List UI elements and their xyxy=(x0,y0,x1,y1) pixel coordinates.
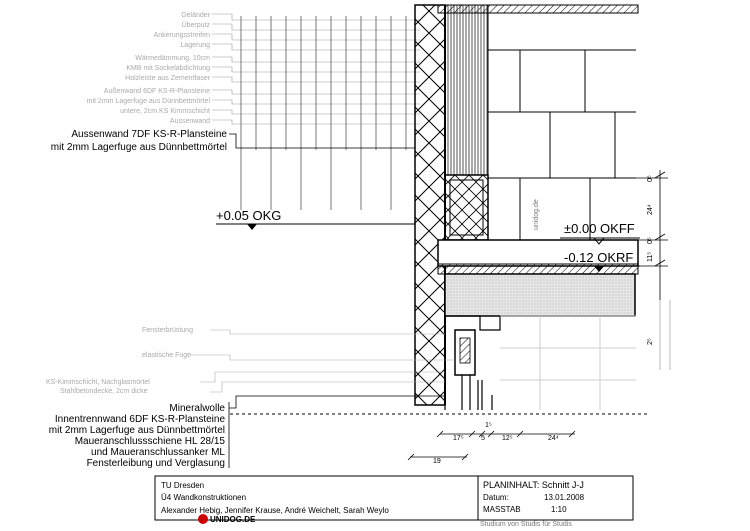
label-outer-wall-6df: Außenwand 6DF KS-R-Plansteine xyxy=(104,88,210,95)
logo-icon xyxy=(198,514,208,524)
label-inner-wall: Innentrennwand 6DF KS-R-Plansteine xyxy=(55,414,226,425)
dim-bottom-19: 19 xyxy=(433,458,441,465)
tb-scale-value: 1:10 xyxy=(551,505,567,514)
screed-layer xyxy=(437,239,639,267)
dim-right-3: 0⁵ xyxy=(647,237,654,244)
label-inner-wall-mortar: mit 2mm Lagerfuge aus Dünnbettmörtel xyxy=(49,425,225,436)
label-insulation: Wärmedämmung, 10cm xyxy=(135,55,210,62)
edge-insulation-block xyxy=(444,174,489,241)
tb-date-label: Datum: xyxy=(483,493,509,502)
label-reveal-glazing: Fensterleibung und Verglasung xyxy=(87,458,225,469)
dim-bottom-4: 12⁵ xyxy=(502,435,513,442)
label-anchor-rail: Maueranschlussschiene HL 28/15 xyxy=(75,436,226,447)
level-okg: +0.05 OKG xyxy=(216,208,415,230)
dim-right-5: 2⁵ xyxy=(647,338,654,345)
label-outer-wall-7df: Aussenwand 7DF KS-R-Plansteine xyxy=(71,129,227,140)
tb-course: Ü4 Wandkonstruktionen xyxy=(161,493,246,502)
level-okg-text: +0.05 OKG xyxy=(216,208,281,223)
dim-bottom-3: 5 xyxy=(481,435,485,442)
label-overplaster: Überputz xyxy=(182,21,211,29)
dim-chain-bottom xyxy=(407,430,576,461)
dim-bottom-1: 1⁵ xyxy=(485,422,492,429)
leader-outer-wall xyxy=(229,133,415,149)
label-concrete-slab: Stahlbetondecke, 2cm dicke xyxy=(60,388,148,395)
leader-lines-lower xyxy=(228,395,445,468)
dim-bottom-2: 17⁵ xyxy=(453,435,464,442)
level-okrf: -0.12 OKRF xyxy=(560,250,640,272)
tb-authors: Alexander Hebig, Jennifer Krause, André … xyxy=(161,506,389,515)
label-anchor: und Maueranschlussanker ML xyxy=(91,447,225,458)
label-railing: Geländer xyxy=(181,12,210,19)
label-bearing: Lagerung xyxy=(180,42,210,49)
level-okff: ±0.00 OKFF xyxy=(560,221,640,245)
label-mineral-wool: Mineralwolle xyxy=(169,403,225,414)
leader-lines-lower-faint xyxy=(190,329,455,393)
label-anchor-strip: Ankerungsstreifen xyxy=(154,32,211,39)
dim-right-4: 11⁵ xyxy=(647,252,654,262)
masonry-courses xyxy=(487,5,636,240)
label-stack-upper: Geländer Überputz Ankerungsstreifen Lage… xyxy=(87,12,211,125)
lower-masonry-faint xyxy=(500,315,636,410)
window-profile xyxy=(459,337,471,364)
watermark-side: unidog.de xyxy=(533,199,540,230)
label-thin-mortar: mit 2mm Lagerfuge aus Dünnbettmörtel xyxy=(87,98,211,105)
upper-gauge-ticks xyxy=(240,16,407,210)
coping xyxy=(437,4,639,14)
dim-chain-right xyxy=(636,170,668,300)
glazing-lines xyxy=(444,375,493,410)
slab-drop xyxy=(445,315,501,331)
leader-lines-upper xyxy=(212,13,420,125)
watermark-bottom: Studium von Studis für Studis xyxy=(480,521,572,528)
edge-block-inner xyxy=(449,179,484,236)
tb-university: TU Dresden xyxy=(161,481,204,490)
insulation-layer xyxy=(414,4,446,406)
label-ks-course-lower: KS-Kimmschicht, Nachglasmörtel xyxy=(46,379,150,386)
label-stack-lower-faint: Fensterbrüstung elastische Fuge KS-Kimms… xyxy=(46,327,193,395)
label-ks-course: untere, 2cm KS Kimmschicht xyxy=(120,108,210,115)
label-outer-wall-mortar: mit 2mm Lagerfuge aus Dünnbettmörtel xyxy=(51,142,227,153)
dim-right-2: 24⁴ xyxy=(647,204,654,215)
label-elastic-joint: elastische Fuge xyxy=(142,352,191,359)
label-stack-lower: Mineralwolle Innentrennwand 6DF KS-R-Pla… xyxy=(49,403,226,469)
label-window-sill: Fensterbrüstung xyxy=(142,327,193,334)
level-okrf-text: -0.12 OKRF xyxy=(564,250,633,265)
dim-bottom-5: 24⁴ xyxy=(548,435,559,442)
concrete-slab xyxy=(444,273,636,317)
title-block: TU Dresden Ü4 Wandkonstruktionen Alexand… xyxy=(154,475,634,521)
label-outer-wall: Aussenwand xyxy=(170,118,210,125)
tb-date-value: 13.01.2008 xyxy=(544,493,585,502)
label-kmb: KMB mit Sockelabdichtung xyxy=(126,65,210,72)
tb-plan-label: PLANINHALT: Schnitt J-J xyxy=(483,480,584,490)
dim-chain-right-faint xyxy=(659,300,671,370)
logo-text: UNIDOG.DE xyxy=(210,515,256,524)
tb-scale-label: MASSTAB xyxy=(483,505,521,514)
outer-masonry-leaf xyxy=(444,4,489,176)
title-block-frame xyxy=(154,475,634,521)
unidog-logo: UNIDOG.DE xyxy=(198,514,256,524)
dim-right-1: 0⁵ xyxy=(647,175,654,182)
label-fibre-strip: Holzleiste aus Zementfaser xyxy=(125,75,210,82)
level-okff-text: ±0.00 OKFF xyxy=(564,221,635,236)
